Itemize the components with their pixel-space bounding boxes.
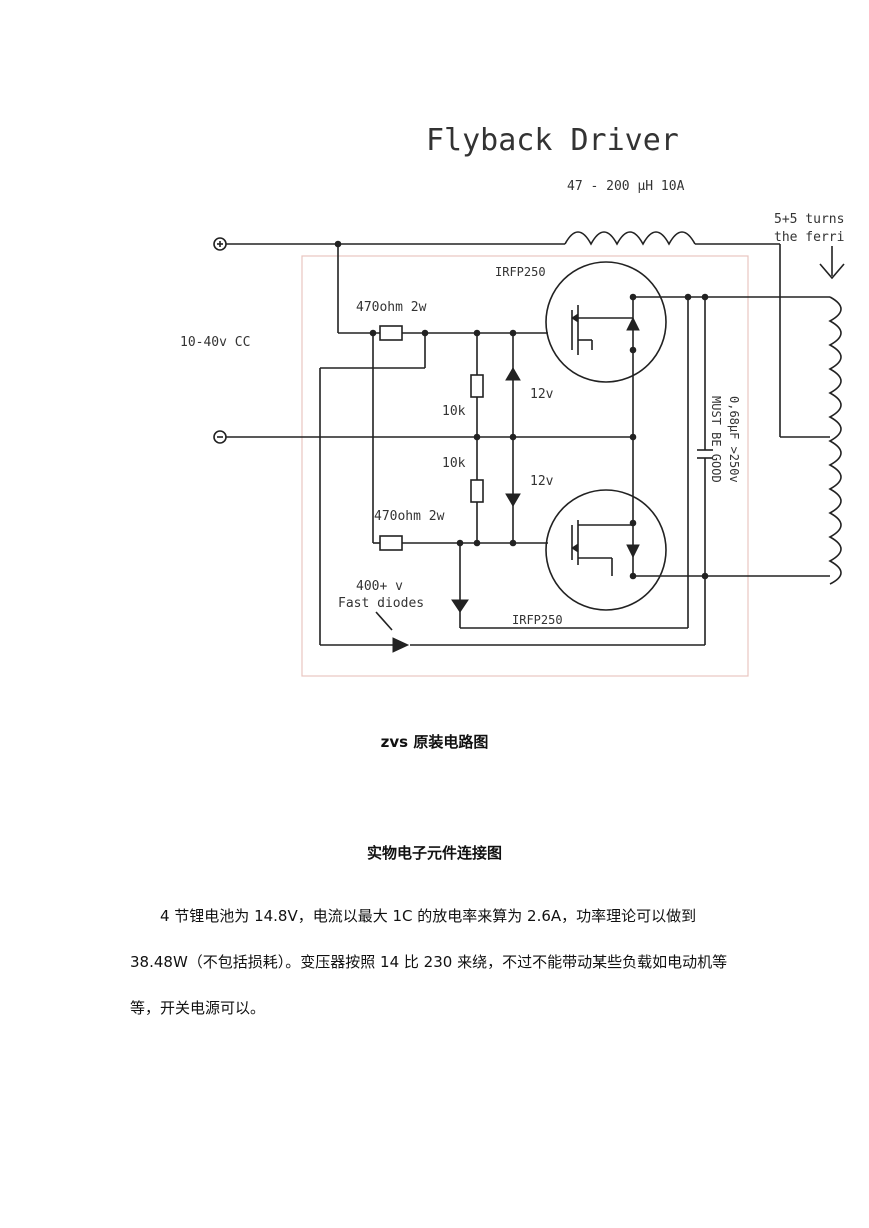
capacitor-label-2: MUST BE GOOD [709, 396, 723, 483]
r10k-bottom-label: 10k [442, 456, 466, 471]
capacitor-label: 0,68µF >250v [727, 396, 741, 483]
turns-label-2: the ferri [774, 230, 844, 245]
body-paragraph: 4 节锂电池为 14.8V，电流以最大 1C 的放电率来算为 2.6A，功率理论… [130, 907, 728, 1017]
turns-label: 5+5 turns [774, 212, 844, 227]
mosfet-bottom-label: IRFP250 [512, 613, 563, 627]
diodes-label: 400+ v [356, 579, 403, 594]
schematic-title: Flyback Driver [426, 123, 679, 158]
inductor-label: 47 - 200 µH 10A [567, 179, 685, 194]
figure-caption: zvs 原装电路图 [380, 733, 489, 751]
mosfet-top-label: IRFP250 [495, 265, 546, 279]
flyback-driver-schematic: Flyback Driver 47 - 200 µH 10A 5+5 turns… [180, 123, 845, 677]
diodes-label-2: Fast diodes [338, 596, 424, 611]
voltage-label: 10-40v CC [180, 335, 250, 350]
r10k-top-label: 10k [442, 404, 466, 419]
zener-bottom-label: 12v [530, 474, 554, 489]
resistor-bottom-label: 470ohm 2w [374, 509, 445, 524]
zener-top-label: 12v [530, 387, 554, 402]
section-heading: 实物电子元件连接图 [366, 844, 502, 862]
resistor-top-label: 470ohm 2w [356, 300, 427, 315]
